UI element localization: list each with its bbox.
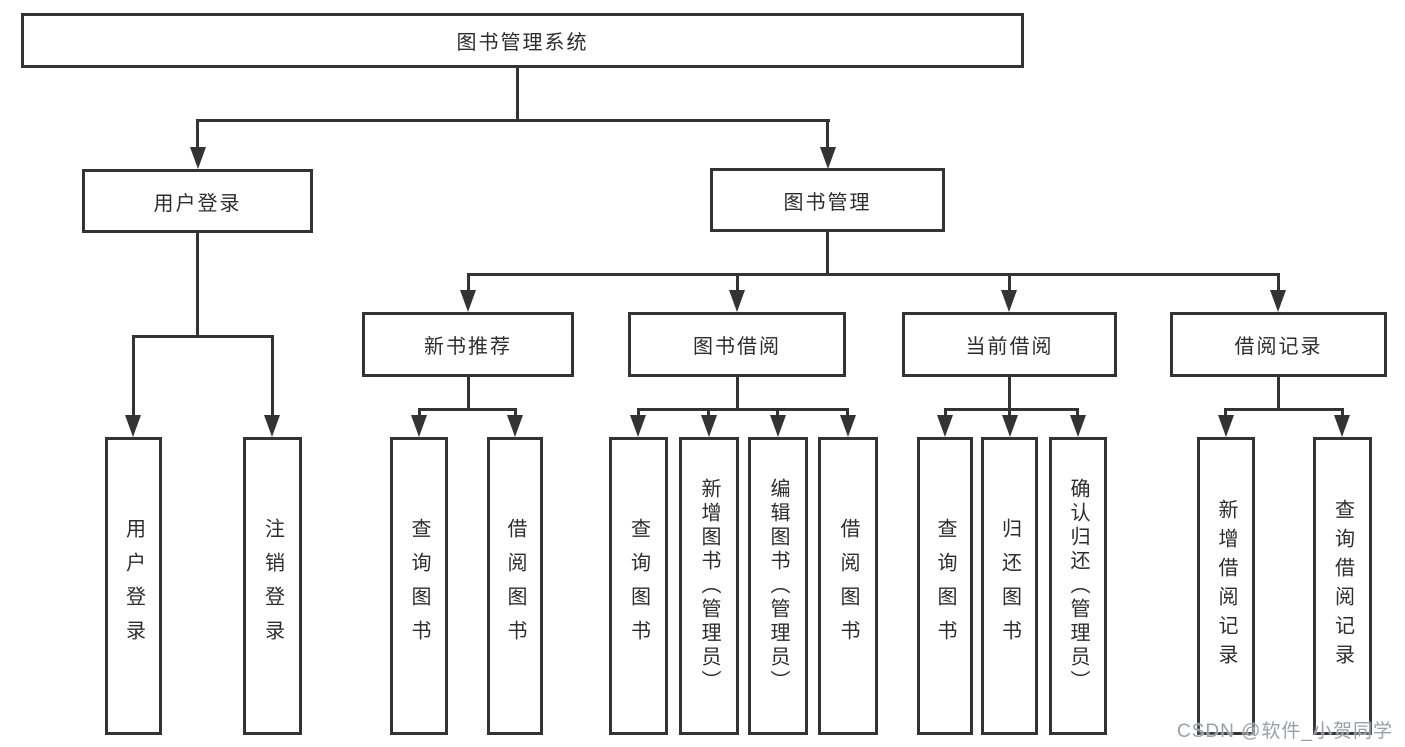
connector-book-management-bar: [467, 273, 1280, 276]
leaf-label: 查询图书: [627, 518, 650, 654]
connector-borrow-records-bar: [1225, 408, 1343, 411]
node-user-login: 用户登录: [82, 169, 313, 233]
arrow-head: [125, 415, 141, 437]
leaf-add-borrow-record: 新增借阅记录: [1197, 437, 1255, 735]
arrow-head: [411, 415, 427, 437]
connector-drop: [776, 408, 779, 420]
node-book-borrow: 图书借阅: [628, 312, 846, 377]
arrow-head: [630, 415, 646, 437]
leaf-query-borrow-record: 查询借阅记录: [1313, 437, 1372, 735]
leaf-borrow-books-recommend: 借阅图书: [487, 437, 543, 735]
leaf-confirm-return-admin: 确认归还（管理员）: [1049, 437, 1107, 735]
leaf-logout: 注销登录: [243, 437, 302, 735]
connector-root-bar: [196, 119, 830, 122]
connector-drop-borrow-records: [1277, 273, 1280, 293]
connector-drop: [944, 408, 947, 420]
connector-drop-leaf-logout: [271, 335, 274, 415]
arrow-head: [729, 290, 745, 312]
connector-drop-current-borrow: [1008, 273, 1011, 293]
leaf-label: 注销登录: [261, 518, 284, 654]
leaf-label: 查询图书: [934, 518, 956, 654]
leaf-label: 查询图书: [408, 518, 430, 654]
leaf-label: 借阅图书: [504, 518, 526, 654]
connector-drop: [1076, 408, 1079, 420]
node-current-borrow: 当前借阅: [902, 312, 1117, 377]
leaf-label: 新增图书（管理员）: [698, 478, 720, 694]
node-borrow-records: 借阅记录: [1170, 312, 1387, 377]
connector-drop: [707, 408, 710, 420]
connector-borrow-records-trunk: [1277, 377, 1280, 411]
connector-drop: [418, 408, 421, 420]
connector-user-login-bar: [132, 335, 274, 338]
arrow-head: [460, 290, 476, 312]
leaf-label: 归还图书: [998, 518, 1021, 654]
arrow-head: [1070, 415, 1086, 437]
leaf-user-login: 用户登录: [105, 437, 162, 735]
leaf-query-books-borrow: 查询图书: [609, 437, 668, 735]
node-book-management: 图书管理: [710, 168, 945, 232]
connector-root-trunk: [516, 68, 519, 122]
arrow-head: [1334, 415, 1350, 437]
arrow-head: [1002, 415, 1018, 437]
arrow-head: [264, 415, 280, 437]
arrow-head: [507, 415, 523, 437]
connector-drop-new-book-recommend: [467, 273, 470, 293]
connector-drop: [514, 408, 517, 420]
leaf-label: 借阅图书: [837, 518, 859, 654]
connector-book-borrow-bar: [637, 408, 849, 411]
connector-user-login-trunk: [196, 233, 199, 338]
arrow-head: [190, 147, 206, 169]
node-new-book-recommend: 新书推荐: [362, 312, 574, 377]
connector-current-borrow-bar: [944, 408, 1079, 411]
leaf-add-book-admin: 新增图书（管理员）: [679, 437, 739, 735]
connector-drop: [1008, 408, 1011, 420]
connector-current-borrow-trunk: [1008, 377, 1011, 411]
connector-book-borrow-trunk: [736, 377, 739, 411]
arrow-head: [820, 147, 836, 169]
arrow-head: [1001, 290, 1017, 312]
connector-book-management-trunk: [826, 232, 829, 276]
connector-new-book-bar: [418, 408, 517, 411]
node-library-management-system: 图书管理系统: [21, 13, 1024, 68]
connector-drop: [1341, 408, 1344, 420]
arrow-head: [770, 415, 786, 437]
connector-drop-user-login: [196, 119, 199, 147]
connector-drop-book-borrow: [736, 273, 739, 293]
leaf-label: 确认归还（管理员）: [1067, 478, 1089, 694]
arrow-head: [1218, 415, 1234, 437]
arrow-head: [701, 415, 717, 437]
leaf-label: 编辑图书（管理员）: [767, 478, 789, 694]
connector-drop-leaf-user-login: [132, 335, 135, 415]
leaf-query-books-recommend: 查询图书: [390, 437, 448, 735]
leaf-query-books-current: 查询图书: [917, 437, 973, 735]
leaf-borrow-books: 借阅图书: [818, 437, 878, 735]
leaf-label: 查询借阅记录: [1331, 499, 1354, 673]
connector-drop: [637, 408, 640, 420]
arrow-head: [840, 415, 856, 437]
connector-drop: [1224, 408, 1227, 420]
leaf-label: 新增借阅记录: [1215, 499, 1237, 673]
connector-new-book-trunk: [467, 377, 470, 411]
arrow-head: [937, 415, 953, 437]
csdn-watermark: CSDN @软件_小贺同学: [1177, 721, 1393, 742]
connector-drop-book-management: [826, 119, 829, 147]
connector-drop: [846, 408, 849, 420]
leaf-return-book: 归还图书: [981, 437, 1038, 735]
arrow-head: [1270, 290, 1286, 312]
leaf-edit-book-admin: 编辑图书（管理员）: [748, 437, 808, 735]
leaf-label: 用户登录: [122, 518, 145, 654]
